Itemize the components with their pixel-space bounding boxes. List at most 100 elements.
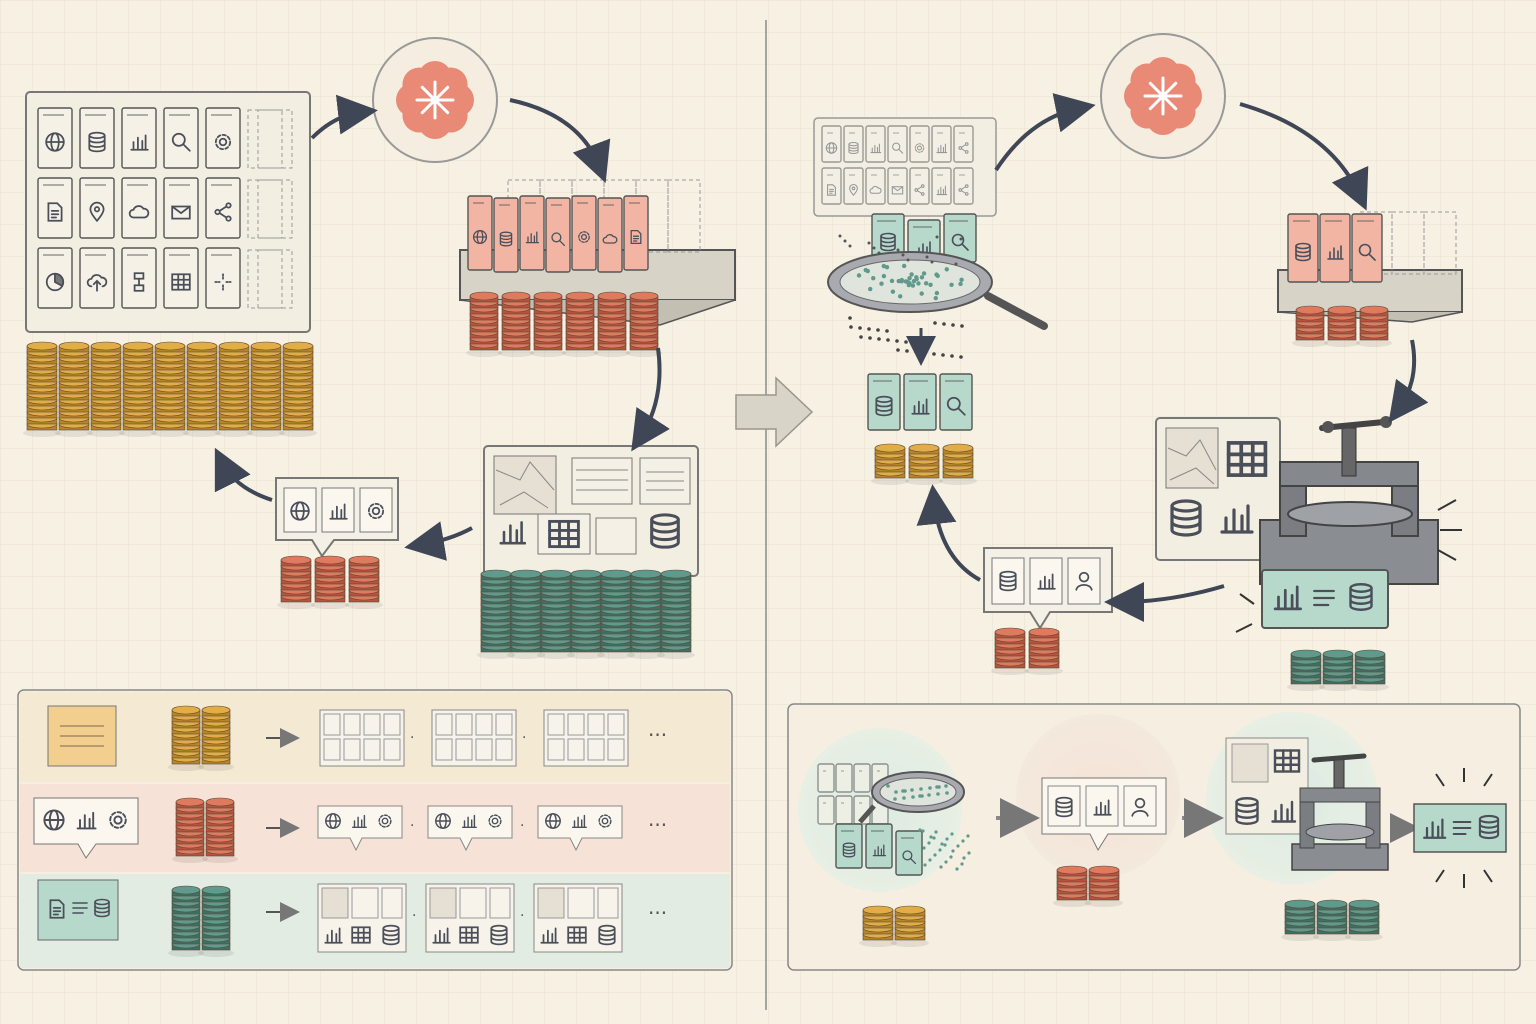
- tool-card: [572, 196, 596, 270]
- bubble-card: [322, 488, 354, 532]
- coin-stack: [23, 342, 61, 437]
- coin-stack: [1053, 866, 1091, 907]
- sieve-particle: [934, 296, 938, 300]
- tool-card: [866, 824, 892, 868]
- falling-bit: [886, 338, 890, 342]
- coin-stack: [1292, 306, 1328, 347]
- coin-stack: [1313, 900, 1351, 941]
- compressed-card: [1262, 570, 1388, 628]
- salmon-coin-stacks: [1292, 306, 1392, 347]
- tool-card: [854, 764, 870, 792]
- ellipsis: ···: [648, 901, 667, 925]
- falling-bit: [921, 829, 924, 832]
- coin-stack: [215, 342, 253, 437]
- coin-stack: [939, 444, 977, 485]
- mini-grid: [544, 710, 628, 766]
- tool-card: [520, 196, 544, 270]
- sieve-particle: [958, 282, 962, 286]
- falling-bit: [932, 836, 935, 839]
- tool-card: [896, 831, 922, 875]
- falling-bit: [902, 254, 905, 257]
- bubble-card: [360, 488, 392, 532]
- press-knob: [1322, 421, 1334, 433]
- map-thumb: [1166, 428, 1218, 488]
- falling-bit: [966, 834, 969, 837]
- dots: ·: [520, 818, 524, 834]
- falling-bit: [873, 247, 876, 250]
- coin-stack: [119, 342, 157, 437]
- falling-bit: [936, 236, 939, 239]
- sieve-particle: [911, 795, 915, 799]
- falling-bit: [849, 245, 852, 248]
- falling-bit: [955, 263, 958, 266]
- falling-bit: [956, 844, 959, 847]
- falling-bit: [949, 855, 952, 858]
- gold-coin-stacks: [871, 444, 977, 485]
- tool-card: [164, 178, 198, 238]
- mini-map: [430, 888, 456, 918]
- tool-card: [844, 126, 863, 162]
- falling-bit: [939, 865, 942, 868]
- sieve-particle: [882, 274, 886, 278]
- ellipsis: ···: [648, 723, 667, 747]
- sieve-particle: [927, 793, 931, 797]
- coin-stack: [477, 570, 515, 659]
- tool-card: [624, 196, 648, 270]
- sieve-particle: [919, 787, 923, 791]
- tool-card: [932, 126, 951, 162]
- tool-card: [822, 126, 841, 162]
- faded-tool-grid: [814, 118, 996, 216]
- tool-card: [888, 168, 907, 204]
- falling-bit: [934, 830, 937, 833]
- tool-card: [468, 196, 492, 270]
- tool-card: [910, 168, 929, 204]
- sieve-particle: [891, 289, 895, 293]
- tool-card: [38, 248, 72, 308]
- bubble-card: [1124, 786, 1156, 826]
- coin-stack: [1324, 306, 1360, 347]
- tool-card: [954, 168, 973, 204]
- coin-stack: [277, 556, 315, 609]
- falling-bit: [928, 858, 931, 861]
- mini-press-top: [1300, 788, 1380, 802]
- dots: ·: [412, 908, 416, 924]
- coin-stack: [991, 628, 1029, 675]
- bubble-card: [1048, 786, 1080, 826]
- falling-bit: [950, 354, 954, 358]
- sieve-particle: [885, 265, 889, 269]
- tool-card: [80, 108, 114, 168]
- coin-stack: [537, 570, 575, 659]
- falling-bit: [849, 325, 853, 329]
- tool-card: [206, 178, 240, 238]
- mini-grid: [320, 710, 404, 766]
- sieve-particle: [920, 275, 924, 279]
- coin-stack: [1287, 650, 1325, 691]
- falling-bit: [951, 323, 955, 327]
- tool-card: [546, 198, 570, 272]
- tool-card: [38, 178, 72, 238]
- ellipsis: ···: [648, 813, 667, 837]
- sieve-particle: [901, 789, 905, 793]
- coin-stack: [626, 292, 662, 357]
- tool-card: [868, 374, 900, 430]
- teal-coin-stacks: [1287, 650, 1389, 691]
- tool-card: [818, 764, 834, 792]
- mini-sieve-mesh: [880, 778, 956, 806]
- falling-bit: [914, 350, 918, 354]
- falling-bit: [932, 352, 936, 356]
- summary-panel-right: [788, 704, 1520, 970]
- tool-card: [164, 108, 198, 168]
- falling-bit: [867, 327, 871, 331]
- sieve-particle: [886, 784, 890, 788]
- falling-bit: [848, 316, 852, 320]
- falling-bit: [876, 328, 880, 332]
- falling-bit: [960, 862, 963, 865]
- sieve-particle: [945, 791, 949, 795]
- tool-card: [836, 824, 862, 868]
- bubble-card: [1030, 558, 1062, 604]
- coin-stack: [1345, 900, 1383, 941]
- sieve-particle: [935, 785, 939, 789]
- mini-map: [1232, 744, 1268, 782]
- falling-bit: [926, 256, 929, 259]
- mini-press-pillar: [1366, 796, 1380, 848]
